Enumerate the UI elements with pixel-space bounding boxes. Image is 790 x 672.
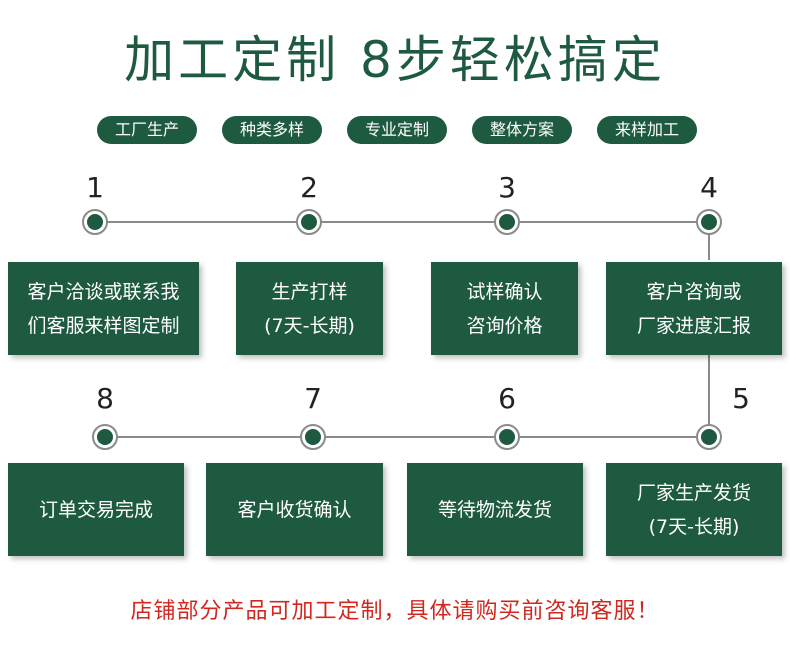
step-box-5: 厂家生产发货 (7天-长期) [606,463,782,556]
step-node-8 [92,424,118,450]
step-6-line1: 等待物流发货 [437,498,552,521]
step-box-2: 生产打样 (7天-长期) [236,262,383,355]
step-number-1: 1 [86,171,104,204]
step-3-line2: 咨询价格 [466,314,543,337]
step-node-2 [296,209,322,235]
step-node-7 [300,424,326,450]
step-7-line1: 客户收货确认 [237,498,352,521]
step-number-6: 6 [498,382,516,415]
step-box-4: 客户咨询或 厂家进度汇报 [606,262,782,355]
step-node-4 [696,209,722,235]
step-box-8: 订单交易完成 [8,463,184,556]
step-number-7: 7 [304,382,322,415]
step-2-line1: 生产打样 [271,280,348,303]
feature-tags: 工厂生产 种类多样 专业定制 整体方案 来样加工 [0,116,790,146]
tag-complete-solution: 整体方案 [472,116,572,144]
tag-professional-custom: 专业定制 [347,116,447,144]
tag-factory-production: 工厂生产 [97,116,197,144]
step-3-line1: 试样确认 [466,280,543,303]
step-number-4: 4 [700,171,718,204]
step-2-line2: (7天-长期) [264,314,355,337]
step-node-1 [82,209,108,235]
step-node-5 [696,424,722,450]
step-box-6: 等待物流发货 [407,463,583,556]
step-5-line1: 厂家生产发货 [636,481,751,504]
step-box-3: 试样确认 咨询价格 [431,262,578,355]
step-1-line2: 们客服来样图定制 [27,314,180,337]
step-4-line2: 厂家进度汇报 [636,314,751,337]
step-number-3: 3 [498,171,516,204]
step-number-2: 2 [300,171,318,204]
step-node-6 [494,424,520,450]
step-node-3 [494,209,520,235]
step-1-line1: 客户洽谈或联系我 [27,280,180,303]
step-8-line1: 订单交易完成 [38,498,153,521]
tag-sample-processing: 来样加工 [597,116,697,144]
page-title: 加工定制 8步轻松搞定 [124,31,666,89]
step-number-5: 5 [732,382,750,415]
step-box-1: 客户洽谈或联系我 们客服来样图定制 [8,262,199,355]
step-4-line1: 客户咨询或 [646,280,742,303]
step-5-line2: (7天-长期) [648,515,740,538]
footer-notice: 店铺部分产品可加工定制，具体请购买前咨询客服！ [130,599,660,624]
step-number-8: 8 [96,382,114,415]
step-box-7: 客户收货确认 [206,463,383,556]
tag-variety: 种类多样 [222,116,322,144]
